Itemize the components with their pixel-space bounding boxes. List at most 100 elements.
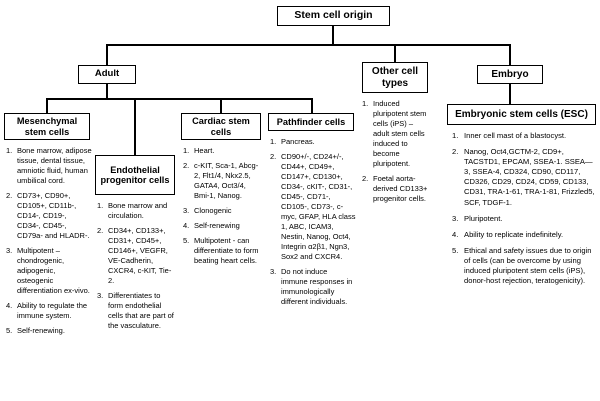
list-number: 3. (452, 213, 459, 223)
list-text: CD34+, CD133+, CD31+, CD45+, CD146+, VEG… (108, 225, 172, 285)
connector-drop-mesenchymal (46, 98, 48, 113)
list-item: 1. Pancreas. (270, 137, 356, 147)
connector-drop-endothelial (134, 98, 136, 155)
list-number: 3. (270, 266, 277, 276)
list-number: 2. (362, 173, 369, 183)
list-item: 2. CD90+/-, CD24+/-, CD44+, CD49+, CD147+… (270, 152, 356, 262)
list-number: 1. (452, 131, 459, 140)
list-item: 2. Nanog, Oct4,GCTM-2, CD9+, TACSTD1, EPC… (452, 147, 596, 208)
list-text: Nanog, Oct4,GCTM-2, CD9+, TACSTD1, EPCAM… (464, 147, 595, 207)
list-text: Bone marrow, adipose tissue, dental tiss… (17, 146, 92, 185)
box-cardiac-stem-cells[interactable]: Cardiac stem cells (181, 113, 261, 140)
box-embryo[interactable]: Embryo (477, 65, 543, 84)
list-text: Do not induce immune responses in immuno… (281, 266, 353, 306)
connector-drop-embryo (509, 44, 511, 65)
list-text: Ability to regulate the immune system. (17, 300, 88, 320)
connector-adult-stem (106, 84, 108, 98)
list-text: CD90+/-, CD24+/-, CD44+, CD49+, CD147+, … (281, 151, 356, 261)
list-number: 1. (270, 137, 277, 146)
box-label-embryo: Embryo (491, 68, 529, 80)
list-item: 2. CD73+, CD90+, CD105+, CD11b-, CD14-, C… (6, 191, 92, 241)
connector-adult-bus (46, 98, 312, 100)
list-number: 3. (97, 290, 104, 300)
list-text: Pluripotent. (464, 213, 503, 223)
list-item: 3.Clonogenic (183, 206, 263, 216)
list-text: Self-renewing (194, 220, 240, 230)
box-mesenchymal-stem-cells[interactable]: Mesenchymal stem cells (4, 113, 90, 140)
list-item: 3. Pluripotent. (452, 214, 596, 224)
list-item: 1. Heart. (183, 146, 263, 156)
list-esc: 1. Inner cell mast of a blastocyst. 2. Nan… (452, 131, 596, 292)
list-text: Multipotent - can differentiate to form … (194, 235, 259, 265)
list-text: Pancreas. (281, 137, 315, 146)
list-item: 2. c-KIT, Sca-1, Abcg-2, Flt1/4, Nkx2.5, … (183, 161, 263, 201)
box-stem-cell-origin[interactable]: Stem cell origin (277, 6, 390, 26)
list-number: 1. (97, 201, 104, 210)
list-text: Bone marrow and circulation. (108, 201, 168, 220)
list-number: 2. (97, 225, 104, 235)
list-item: 1. Bone marrow and circulation. (97, 201, 177, 221)
list-text: Inner cell mast of a blastocyst. (464, 131, 567, 140)
box-label-mesenchymal: Mesenchymal stem cells (16, 116, 78, 137)
list-text: CD73+, CD90+, CD105+, CD11b-, CD14-, CD1… (17, 190, 90, 240)
list-number: 2. (270, 151, 277, 161)
list-number: 1. (362, 99, 369, 108)
box-embryonic-stem-cells[interactable]: Embryonic stem cells (ESC) (447, 104, 596, 125)
list-number: 2. (6, 190, 13, 200)
box-label-adult: Adult (94, 68, 120, 80)
box-other-cell-types[interactable]: Other cell types (362, 62, 428, 93)
list-item: 4. Ability to regulate the immune system. (6, 301, 92, 321)
connector-root-stem (332, 26, 334, 44)
list-text: Ability to replicate indefinitely. (464, 229, 564, 239)
list-item: 5. Multipotent - can differentiate to for… (183, 236, 263, 266)
list-text: Differentiates to form endothelial cells… (108, 290, 174, 330)
list-text: Foetal aorta-derived CD133+ progenitor c… (373, 173, 428, 203)
box-label-pathfinder: Pathfinder cells (276, 116, 346, 127)
list-item: 3. Multipotent – chondrogenic, adipogenic… (6, 246, 92, 296)
list-text: Ethical and safety issues due to origin … (464, 245, 592, 286)
connector-embryo-stem (509, 84, 511, 104)
list-number: 4. (452, 229, 459, 239)
list-number: 5. (6, 325, 13, 335)
list-item: 2. CD34+, CD133+, CD31+, CD45+, CD146+, V… (97, 226, 177, 286)
list-number: 5. (452, 245, 459, 255)
list-item: 5. Ethical and safety issues due to origi… (452, 246, 596, 286)
list-item: 5. Self-renewing. (6, 326, 92, 336)
list-text: c-KIT, Sca-1, Abcg-2, Flt1/4, Nkx2.5, GA… (194, 160, 259, 200)
box-endothelial-progenitor-cells[interactable]: Endothelial progenitor cells (95, 155, 175, 195)
list-number: 2. (452, 147, 459, 157)
list-other-cell-types: 1. Induced pluripotent stem cells (iPS) –… (362, 99, 428, 209)
box-label-other: Other cell types (371, 66, 419, 89)
connector-drop-pathfinder (311, 98, 313, 113)
box-pathfinder-cells[interactable]: Pathfinder cells (268, 113, 354, 131)
list-item: 3. Differentiates to form endothelial cel… (97, 291, 177, 331)
box-label-esc: Embryonic stem cells (ESC) (455, 108, 588, 120)
list-cardiac: 1. Heart. 2. c-KIT, Sca-1, Abcg-2, Flt1/4,… (183, 146, 263, 271)
list-text: Clonogenic (194, 205, 232, 215)
list-text: Multipotent – chondrogenic, adipogenic, … (17, 245, 90, 295)
list-text: Heart. (194, 146, 215, 155)
list-item: 4. Self-renewing (183, 221, 263, 231)
list-endothelial: 1. Bone marrow and circulation. 2. CD34+, … (97, 201, 177, 336)
connector-drop-adult (106, 44, 108, 65)
list-item: 3. Do not induce immune responses in immu… (270, 267, 356, 307)
list-number: 5. (183, 235, 190, 245)
list-number: 1. (6, 146, 13, 155)
list-number: 4. (6, 300, 13, 310)
box-label-endothelial: Endothelial progenitor cells (100, 164, 170, 185)
list-number: 1. (183, 146, 190, 155)
list-item: 1. Induced pluripotent stem cells (iPS) –… (362, 99, 428, 169)
list-number: 2. (183, 160, 190, 170)
list-number: 3. (6, 245, 13, 255)
connector-drop-other (394, 44, 396, 62)
list-text: Self-renewing. (17, 325, 65, 335)
list-pathfinder: 1. Pancreas. 2. CD90+/-, CD24+/-, CD44+, C… (270, 137, 356, 312)
connector-top-bus (106, 44, 510, 46)
list-item: 2. Foetal aorta-derived CD133+ progenitor… (362, 174, 428, 204)
list-item: 1. Bone marrow, adipose tissue, dental ti… (6, 146, 92, 186)
box-adult[interactable]: Adult (78, 65, 136, 84)
box-label-root: Stem cell origin (294, 9, 373, 22)
list-text: Induced pluripotent stem cells (iPS) – a… (373, 99, 427, 168)
list-number: 4. (183, 220, 190, 230)
